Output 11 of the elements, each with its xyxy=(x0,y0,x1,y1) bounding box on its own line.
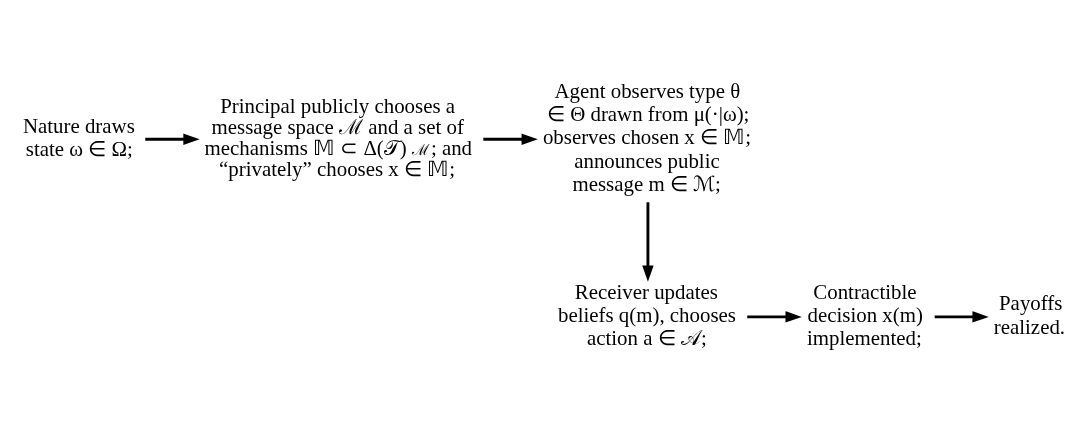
arrow xyxy=(934,311,989,323)
node-text: Receiver updates beliefs q(m), chooses action a ∈ 𝒜; xyxy=(557,279,736,351)
node-text: Payoffs realized. xyxy=(993,291,1066,339)
arrow xyxy=(747,311,802,323)
node-text: Contractible decision x(m) implemented; xyxy=(806,279,923,351)
node-text: Nature draws state ω ∈ Ω; xyxy=(22,113,135,162)
node-text: Agent observes type θ ∈ Θ drawn from μ(·|ω); observes chosen x ∈ 𝕄; announces public message m ∈ ℳ; xyxy=(542,79,752,196)
arrow xyxy=(483,133,538,145)
arrow xyxy=(642,202,654,282)
node-text: Principal publicly chooses a message space ℳ and a set of mechanisms 𝕄 ⊂ Δ(𝒯)ℳ; and “privately” chooses x ∈ 𝕄; xyxy=(204,94,473,181)
arrow xyxy=(145,133,200,145)
